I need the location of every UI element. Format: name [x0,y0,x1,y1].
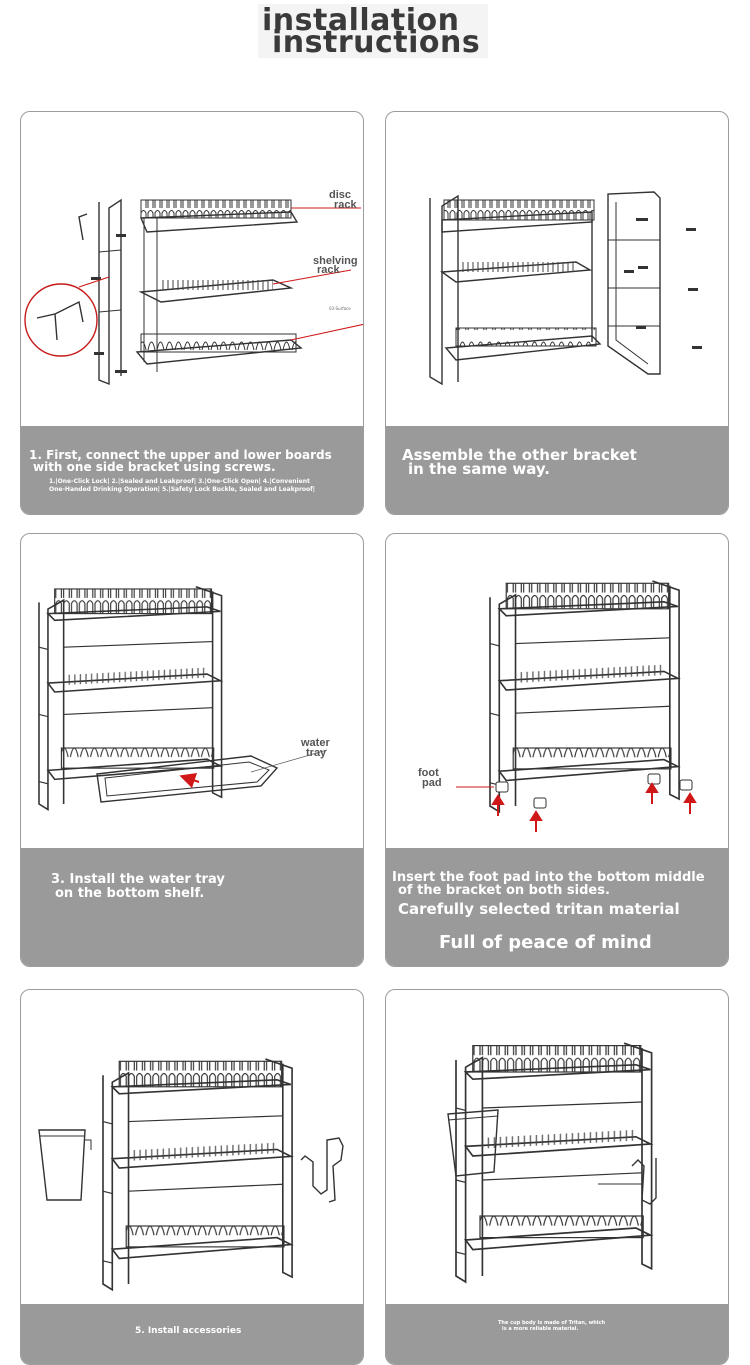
step-3-caption-line-2: on the bottom shelf. [55,886,205,901]
label-foot: foot [418,767,439,779]
screw-icon [91,234,127,373]
step-1-caption-small-1: 1.|One-Click Lock| 2.|Sealed and Leakpro… [49,478,310,485]
step-5-caption: 5. Install accessories [21,1304,363,1364]
label-disc-rack: rack [334,199,358,211]
step-4-caption-line-3: Carefully selected tritan material [398,900,680,918]
step-panel-1: disc rack shelving rack 03-Surface 1. Fi… [20,111,364,515]
step-4-caption-line-1: Insert the foot pad into the bottom midd… [392,870,705,885]
step-panel-4: foot pad Insert the foot pad into the bo… [385,533,729,967]
accessories-illustration [38,1058,344,1291]
label-shelving-rack: rack [317,264,341,276]
step-1-caption: 1. First, connect the upper and lower bo… [21,426,363,514]
water-tray-illustration: water tray [38,585,330,811]
cup-holder-icon [38,1129,86,1201]
step-2-caption-line-2: in the same way. [408,460,550,478]
hook-icon [300,1137,344,1203]
attached-hook-icon [631,1158,657,1205]
label-disc: disc [329,189,351,201]
step-5-caption-line-1: 5. Install accessories [135,1326,242,1336]
page-title: installation instructions [258,4,488,58]
step-1-caption-line-1: 1. First, connect the upper and lower bo… [29,448,332,462]
step-4-caption-line-4: Full of peace of mind [439,932,652,953]
step-6-caption: The cup body is made of Tritan, which is… [386,1304,728,1364]
title-line-1: installation [262,3,460,38]
red-up-arrows [491,782,697,832]
step-4-caption: Insert the foot pad into the bottom midd… [386,848,728,966]
step-panel-2: Assemble the other bracket in the same w… [385,111,729,515]
water-tray-shape [96,755,279,803]
step-3-caption: 3. Install the water tray on the bottom … [21,848,363,966]
zoom-detail-circle [24,283,98,357]
step-panel-6: The cup body is made of Tritan, which is… [385,989,729,1365]
label-tiny: 03-Surface [329,306,351,311]
step-2-caption-line-1: Assemble the other bracket [402,446,637,464]
allen-key-icon [78,213,88,241]
label-shelving: shelving [313,255,358,267]
step-6-caption-line-2: is a more reliable material. [502,1326,579,1332]
step-panel-5: 5. Install accessories [20,989,364,1365]
step-3-caption-line-1: 3. Install the water tray [51,872,225,887]
foot-pad-illustration: foot pad [418,580,697,832]
assembled-rack-illustration [447,1042,657,1283]
step-2-caption: Assemble the other bracket in the same w… [386,426,728,514]
label-water: water [300,737,330,749]
step-1-caption-small-2: One-Handed Drinking Operation| 5.|Safety… [49,486,315,493]
title-line-2: instructions [272,25,481,60]
rack-assembly-illustration-2 [429,191,702,386]
step-1-caption-line-2: with one side bracket using screws. [33,460,276,474]
label-tray: tray [306,747,327,759]
step-6-caption-line-1: The cup body is made of Tritan, which [498,1320,606,1326]
foot-pad-icon [495,773,693,809]
label-pad: pad [422,777,442,789]
rack-assembly-illustration-1: disc rack shelving rack 03-Surface [24,189,363,386]
attached-cup-holder-icon [447,1109,499,1177]
step-4-caption-line-2: of the bracket on both sides. [398,883,610,898]
screw-icon [624,218,702,349]
side-bracket-illustration [607,191,661,375]
step-panel-3: water tray 3. Install the water tray on … [20,533,364,967]
